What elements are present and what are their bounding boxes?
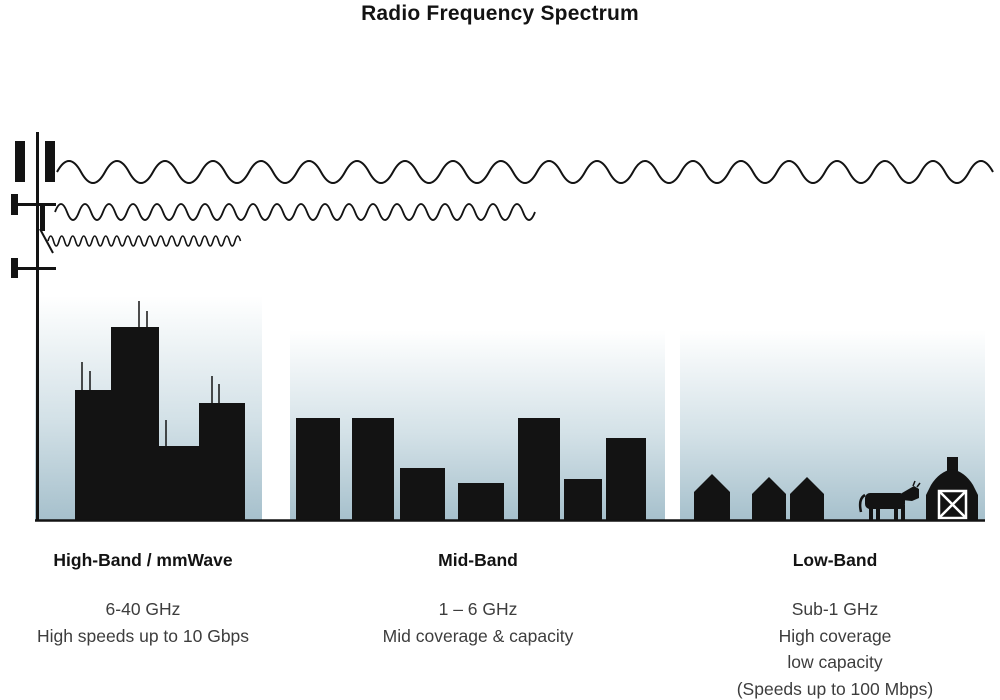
building [564, 479, 602, 520]
diagram-graphic [11, 132, 994, 522]
midrise-buildings-mid-band [296, 418, 646, 520]
house-icon [790, 477, 824, 520]
cow-leg [869, 505, 873, 520]
tower-antenna-panel [45, 141, 55, 182]
band-description: (Speeds up to 100 Mbps) [736, 678, 934, 699]
band-description: High speeds up to 10 Gbps [36, 625, 250, 646]
cow-head [902, 486, 919, 501]
tower-cable [39, 228, 54, 254]
building [296, 418, 340, 520]
high-frequency-wave [47, 235, 242, 247]
tower-antenna-panel [15, 141, 25, 182]
diagram-title: Radio Frequency Spectrum [361, 2, 639, 25]
building [400, 468, 445, 520]
low-band-label: Low-Band Sub-1 GHz High coverage low cap… [685, 550, 985, 700]
barn-door-frame [937, 489, 968, 520]
mid-frequency-wave [54, 203, 536, 221]
cell-tower-icon [11, 132, 56, 520]
band-frequency: 1 – 6 GHz [438, 599, 518, 619]
antenna-lines [81, 301, 220, 446]
tower-antenna-stub [40, 206, 45, 231]
city-skyline-high-band [75, 301, 245, 520]
cow-leg [876, 505, 880, 520]
building [518, 418, 560, 520]
building [199, 403, 245, 520]
band-name: Low-Band [792, 550, 878, 570]
band-name: Mid-Band [438, 550, 518, 570]
tower-antenna-stub [11, 258, 18, 278]
building [606, 438, 646, 520]
band-description: Mid coverage & capacity [382, 625, 574, 646]
cow-leg [901, 505, 905, 520]
building [352, 418, 394, 520]
building [159, 446, 199, 520]
house-icon [752, 477, 786, 520]
barn-cupola [947, 457, 958, 471]
tower-crossarm [13, 203, 56, 206]
rural-scene-low-band [694, 457, 978, 520]
band-frequency: Sub-1 GHz [791, 599, 879, 619]
cow-leg [894, 505, 898, 520]
barn-icon [926, 457, 978, 520]
band-frequency: 6-40 GHz [105, 599, 181, 619]
band-name: High-Band / mmWave [53, 550, 233, 570]
band-description: High coverage [778, 625, 892, 646]
radio-waves [47, 160, 994, 247]
mid-band-label: Mid-Band 1 – 6 GHz Mid coverage & capaci… [318, 550, 638, 649]
building [458, 483, 504, 520]
cow-horns [912, 480, 921, 488]
tower-antenna-stub [11, 194, 18, 215]
band-description: low capacity [787, 652, 883, 672]
low-frequency-wave [56, 160, 994, 184]
tower-mast [36, 132, 39, 520]
house-icon [694, 474, 730, 520]
building [111, 327, 159, 520]
cow-tail [858, 493, 866, 513]
tower-crossarm [13, 267, 56, 270]
barn-door-cross [938, 490, 967, 519]
building [75, 390, 111, 520]
cow-icon [858, 480, 921, 520]
high-band-label: High-Band / mmWave 6-40 GHz High speeds … [10, 550, 276, 649]
